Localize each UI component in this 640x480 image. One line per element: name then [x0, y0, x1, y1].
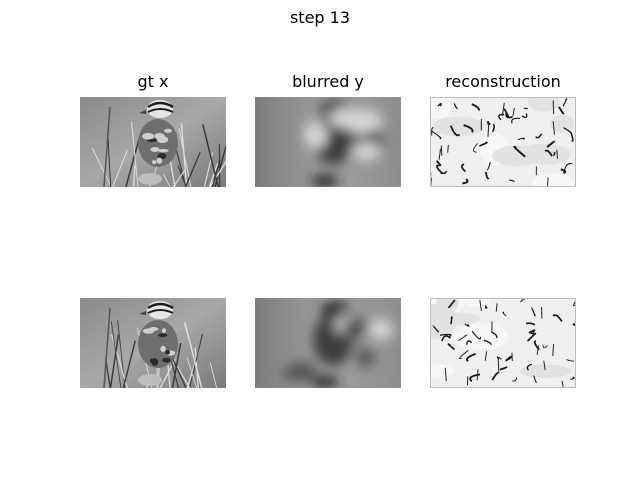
blurred-y-panel-row1	[255, 97, 401, 187]
column-title-reconstruction: reconstruction	[445, 72, 561, 91]
blurred-y-panel-row2	[255, 298, 401, 388]
column-title-gt-x: gt x	[137, 72, 169, 91]
gt-x-panel-row2	[80, 298, 226, 388]
gt-x-panel-row1	[80, 97, 226, 187]
reconstruction-panel-row2	[430, 298, 576, 388]
figure-title: step 13	[289, 8, 351, 27]
reconstruction-panel-row1	[430, 97, 576, 187]
column-title-blurred-y: blurred y	[292, 72, 364, 91]
